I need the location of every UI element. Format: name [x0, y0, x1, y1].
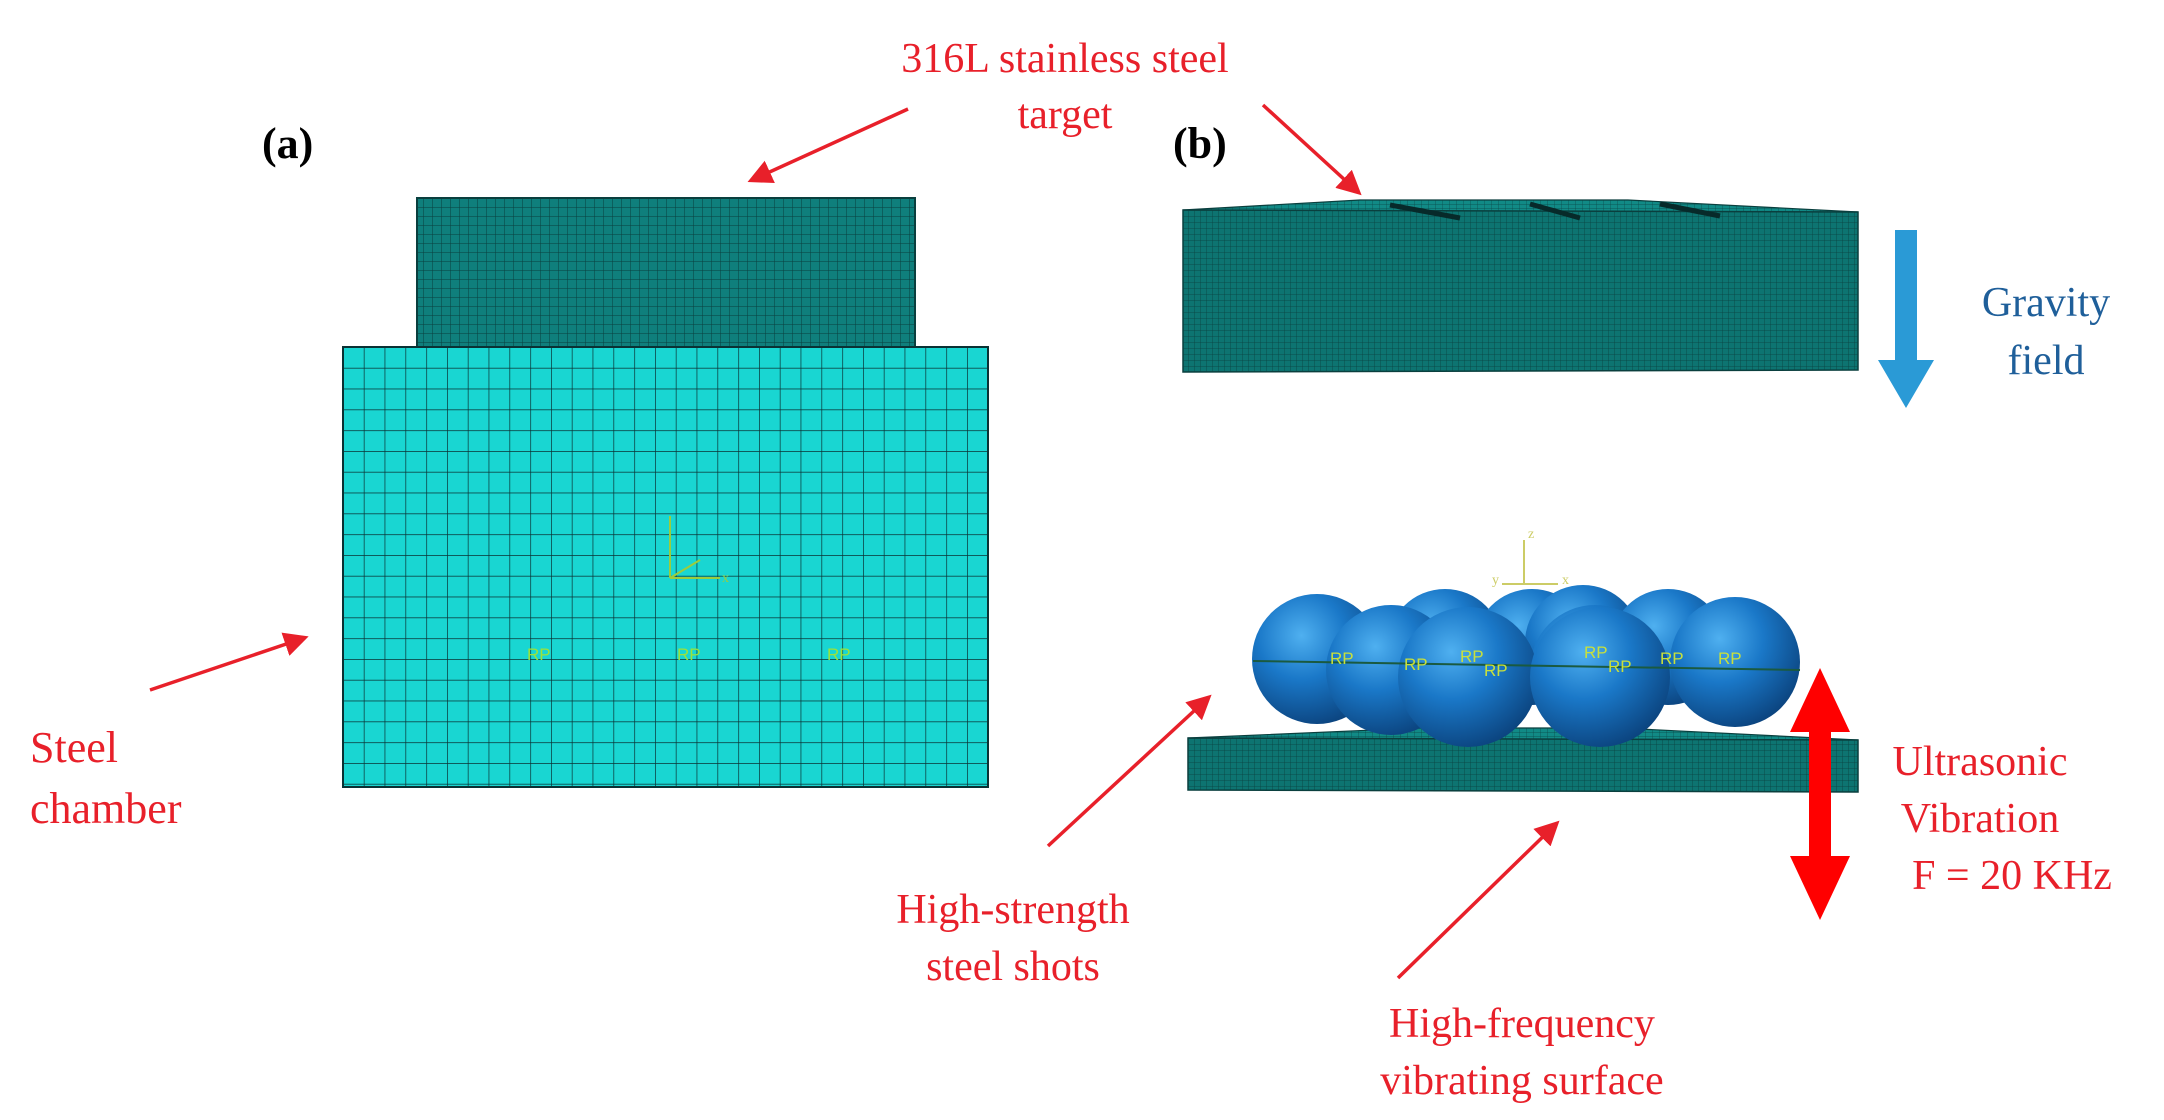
axis-y-label: y	[1492, 573, 1499, 588]
surface-annotation-line1: High-frequency	[1389, 1001, 1655, 1047]
chamber-mesh-side-view	[342, 346, 989, 788]
rp-markers-a: RP RP RP	[527, 645, 851, 664]
panel-b-label: (b)	[1173, 119, 1227, 168]
rp-marker: RP	[1460, 647, 1484, 666]
rp-marker: RP	[1484, 661, 1508, 680]
shots-annotation-line2: steel shots	[926, 944, 1100, 990]
gravity-annotation-line1: Gravity	[1982, 280, 2110, 326]
vibration-annotation-line3: F = 20 KHz	[1912, 853, 2112, 899]
coordinate-axes-3d-icon	[1502, 540, 1558, 585]
rp-markers-b: RP RP RP RP RP RP RP RP	[1330, 643, 1742, 680]
rp-marker: RP	[677, 645, 701, 664]
axis-z-label: z	[1528, 527, 1534, 542]
coordinate-axes-icon	[669, 516, 720, 579]
steel-shot	[1670, 597, 1800, 727]
panel-a-label: (a)	[262, 119, 313, 168]
target-annotation-line1: 316L stainless steel	[901, 36, 1228, 82]
rp-marker: RP	[1404, 655, 1428, 674]
rp-marker: RP	[1660, 649, 1684, 668]
steel-shot	[1398, 607, 1538, 747]
rp-marker: RP	[1584, 643, 1608, 662]
steel-shots	[1252, 585, 1801, 747]
chamber-annotation-line2: chamber	[30, 784, 182, 833]
surface-arrow	[1396, 820, 1560, 980]
axis-x-label: x	[722, 571, 729, 586]
rp-marker: RP	[527, 645, 551, 664]
target-mesh-3d-view	[1182, 199, 1859, 373]
vibration-annotation-line1: Ultrasonic	[1893, 739, 2068, 785]
target-annotation-line2: target	[1018, 92, 1113, 138]
shots-arrow	[1046, 694, 1212, 848]
rp-marker: RP	[827, 645, 851, 664]
rp-marker: RP	[1608, 657, 1632, 676]
rp-marker: RP	[1330, 649, 1354, 668]
target-mesh-side-view	[416, 197, 916, 348]
vibration-annotation-line2: Vibration	[1901, 796, 2059, 842]
gravity-arrow-icon	[1878, 230, 1934, 408]
target-arrow-b	[1261, 103, 1362, 196]
axis-x-label: x	[1562, 573, 1569, 588]
vibrating-plate-mesh	[1187, 727, 1859, 793]
chamber-arrow	[149, 632, 309, 692]
target-arrow-a	[747, 107, 909, 184]
steel-shot	[1530, 607, 1670, 747]
chamber-annotation-line1: Steel	[30, 723, 118, 772]
surface-annotation-line2: vibrating surface	[1380, 1058, 1663, 1104]
rp-marker: RP	[1718, 649, 1742, 668]
shots-annotation-line1: High-strength	[896, 887, 1129, 933]
gravity-annotation-line2: field	[2008, 338, 2085, 384]
vibration-arrow-icon	[1790, 668, 1850, 920]
